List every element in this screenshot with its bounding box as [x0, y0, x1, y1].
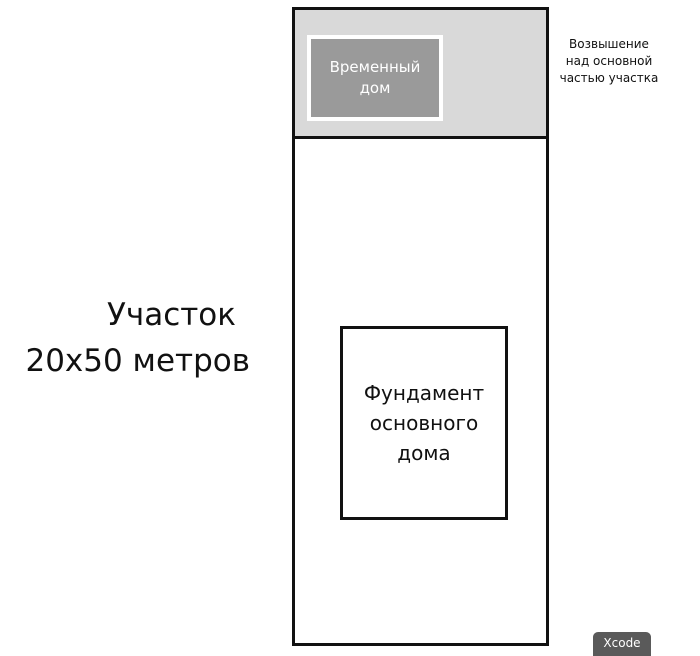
- plot-caption: Участок 20х50 метров: [0, 292, 250, 384]
- xcode-button[interactable]: Xcode: [593, 632, 651, 656]
- foundation-label: Фундамент основного дома: [363, 381, 485, 465]
- plot-caption-line2: 20х50 метров: [25, 343, 250, 379]
- plot-outline: Временный дом Фундамент основного дома: [292, 7, 549, 646]
- elevation-note: Возвышение над основной частью участка: [559, 37, 659, 85]
- plot-caption-line1: Участок: [107, 297, 236, 333]
- main-house-foundation: Фундамент основного дома: [340, 326, 508, 520]
- temporary-house-label: Временный дом: [329, 58, 421, 97]
- elevated-zone: Временный дом: [295, 10, 546, 139]
- temporary-house: Временный дом: [307, 35, 443, 121]
